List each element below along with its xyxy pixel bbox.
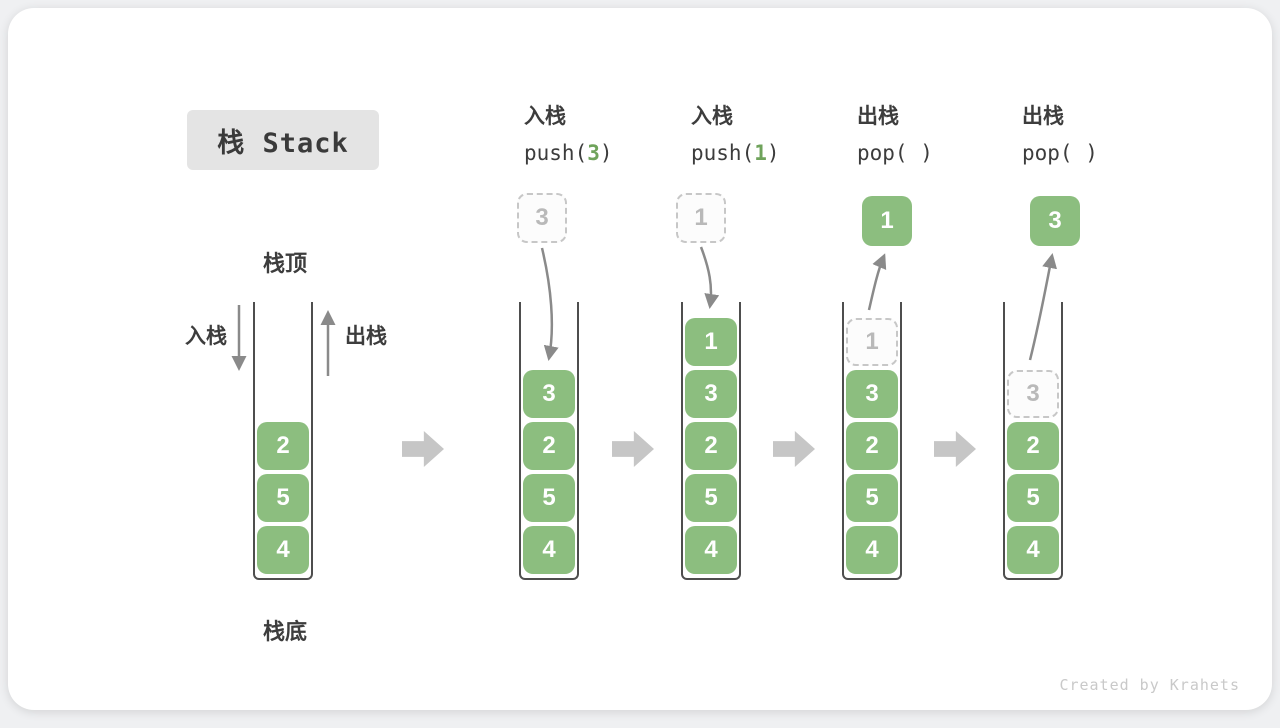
op-label-push-3: 入栈 push(3) (524, 104, 694, 166)
diagram-card: 栈 Stack 入栈 push(3) 入栈 push(1) 出栈 pop( ) … (8, 8, 1272, 710)
op-code: pop( ) (1022, 140, 1192, 166)
stack-after-push-1: 1 3 2 5 4 (681, 302, 741, 580)
stack-cell: 4 (257, 526, 309, 574)
popped-value-box: 3 (1030, 196, 1080, 246)
op-name: 入栈 (691, 104, 861, 130)
op-name: 入栈 (524, 104, 694, 130)
step-arrow-icon (402, 431, 444, 467)
stack-cell: 4 (1007, 526, 1059, 574)
op-label-pop-1: 出栈 pop( ) (857, 104, 1027, 166)
op-label-pop-3: 出栈 pop( ) (1022, 104, 1192, 166)
push-1-arrow (701, 247, 711, 306)
incoming-value-box: 3 (517, 193, 567, 243)
stack-cell: 3 (523, 370, 575, 418)
watermark: Created by Krahets (1059, 676, 1240, 694)
stack-cell: 2 (257, 422, 309, 470)
stack-cell-removed: 1 (846, 318, 898, 366)
stack-cell: 4 (523, 526, 575, 574)
op-name: 出栈 (1022, 104, 1192, 130)
stack-cell: 5 (523, 474, 575, 522)
op-code: push(1) (691, 140, 861, 166)
stack-cell: 5 (846, 474, 898, 522)
stack-cell: 5 (257, 474, 309, 522)
stack-after-pop-3: 3 2 5 4 (1003, 302, 1063, 580)
stack-bottom-label: 栈底 (255, 614, 315, 646)
step-arrow-icon (934, 431, 976, 467)
op-name: 出栈 (857, 104, 1027, 130)
push-arg-value: 1 (754, 141, 767, 165)
push-arg-value: 3 (587, 141, 600, 165)
stack-after-pop-1: 1 3 2 5 4 (842, 302, 902, 580)
stack-cell: 5 (685, 474, 737, 522)
stack-cell: 5 (1007, 474, 1059, 522)
stack-cell: 2 (523, 422, 575, 470)
stack-initial: 2 5 4 (253, 302, 313, 580)
step-arrow-icon (612, 431, 654, 467)
stack-cell-removed: 3 (1007, 370, 1059, 418)
page-title: 栈 Stack (187, 110, 379, 170)
step-arrow-icon (773, 431, 815, 467)
stack-cell: 3 (685, 370, 737, 418)
op-label-push-1: 入栈 push(1) (691, 104, 861, 166)
stack-cell: 4 (846, 526, 898, 574)
stack-cell: 2 (1007, 422, 1059, 470)
stack-cell: 2 (685, 422, 737, 470)
incoming-value-box: 1 (676, 193, 726, 243)
stack-cell: 3 (846, 370, 898, 418)
op-code: pop( ) (857, 140, 1027, 166)
stack-cell: 2 (846, 422, 898, 470)
popped-value-box: 1 (862, 196, 912, 246)
push-side-label: 入栈 (185, 320, 227, 350)
stack-after-push-3: 3 2 5 4 (519, 302, 579, 580)
op-code: push(3) (524, 140, 694, 166)
stack-cell: 1 (685, 318, 737, 366)
pop-side-label: 出栈 (345, 320, 387, 350)
stack-top-label: 栈顶 (255, 246, 315, 278)
stack-cell: 4 (685, 526, 737, 574)
